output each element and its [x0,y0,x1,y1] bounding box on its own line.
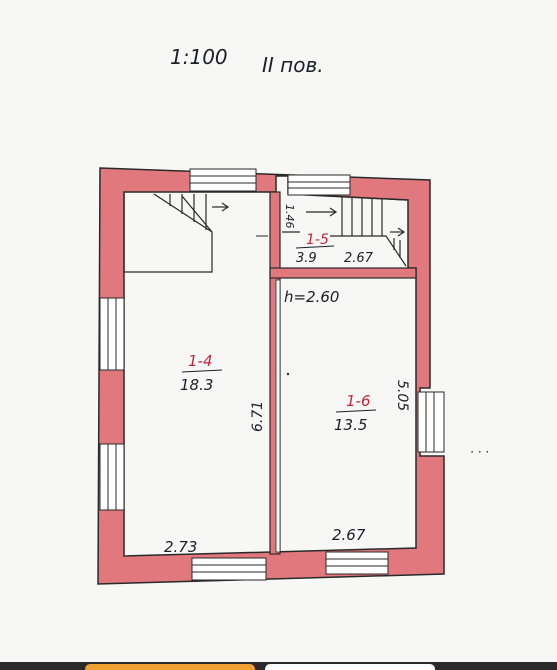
room-1-5-area: 3.9 [296,251,317,266]
window-bottom-right [325,551,389,575]
ceiling-height: h=2.60 [284,288,339,306]
room-1-6-area: 13.5 [334,416,367,434]
room-1-4-label: 1-4 [188,352,213,370]
room-1-6-height: 5.05 [394,380,410,411]
partition-horizontal [269,267,417,279]
side-dots: · · · [470,445,489,459]
window-top-left [189,168,257,192]
window-left-upper [99,297,125,371]
room-1-5-depth: 1.46 [283,204,296,229]
bottom-tab-left [85,664,255,670]
window-top-right [287,174,351,196]
scale-label: 1:100 [170,45,228,69]
outer-walls [97,167,445,585]
room-1-5-width: 2.67 [344,251,374,266]
room-1-4-height: 6.71 [250,401,266,432]
room-1-5-label: 1-5 [306,232,329,248]
wall-outline [97,167,445,585]
bottom-tab-right [265,664,435,670]
room-1-4-width: 2.73 [164,538,197,556]
room-1-4-area: 18.3 [180,376,213,394]
room-1-4-fraction-line [181,369,223,373]
staircase-left [123,193,230,273]
floor-label: II пов. [262,53,324,77]
windows [99,168,445,581]
room-1-6-fraction-line [335,409,377,413]
window-right [417,391,445,453]
dot-mark [286,372,290,376]
staircase-right [282,195,407,267]
room-1-5-fraction-line [295,245,335,249]
window-left-lower [99,443,125,511]
window-bottom-left [191,557,267,581]
room-1-6-label: 1-6 [346,392,371,410]
room-1-6-width: 2.67 [332,526,366,544]
partition-inner-line [275,279,281,553]
